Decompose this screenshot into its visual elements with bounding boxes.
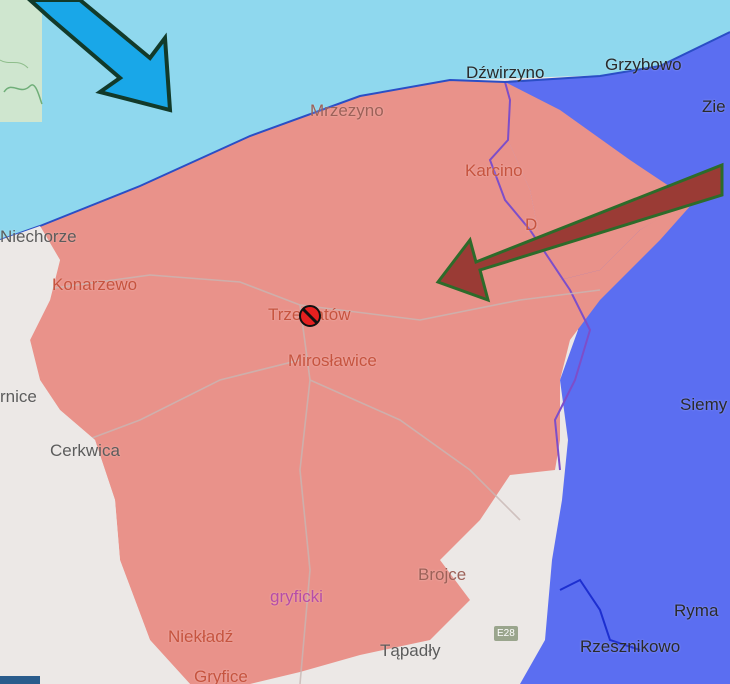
label-mrzezyno: Mrzezyno <box>310 101 384 120</box>
label-dzwirzyno: Dźwirzyno <box>466 63 545 82</box>
red-arrow-icon <box>435 162 724 303</box>
label-gryfice: Gryfice <box>194 667 248 684</box>
no-entry-icon[interactable] <box>298 304 322 328</box>
label-niekladz: Niekładź <box>168 627 234 646</box>
label-cerkwica: Cerkwica <box>50 441 120 460</box>
label-karcino: Karcino <box>465 161 523 180</box>
label-grzybowo: Grzybowo <box>605 55 682 74</box>
label-niechorze: Niechorze <box>0 227 77 246</box>
label-zie: Zie <box>702 97 726 116</box>
label-d-partial: D <box>525 215 538 234</box>
road-badge: E28 <box>494 626 518 641</box>
label-miroslawice: Mirosławice <box>288 351 377 370</box>
label-rzesznikowo: Rzesznikowo <box>580 637 681 656</box>
highlighted-region <box>30 80 700 684</box>
inset-map <box>0 0 42 122</box>
label-tapadly: Tąpadły <box>380 641 441 660</box>
label-ryma: Ryma <box>674 601 719 620</box>
blue-arrow-icon <box>27 0 173 113</box>
label-rnice: rnice <box>0 387 37 406</box>
label-siemy: Siemy <box>680 395 728 414</box>
label-gryficki: gryficki <box>270 587 323 606</box>
label-konarzewo: Konarzewo <box>52 275 138 294</box>
label-brojce: Brojce <box>418 565 467 584</box>
